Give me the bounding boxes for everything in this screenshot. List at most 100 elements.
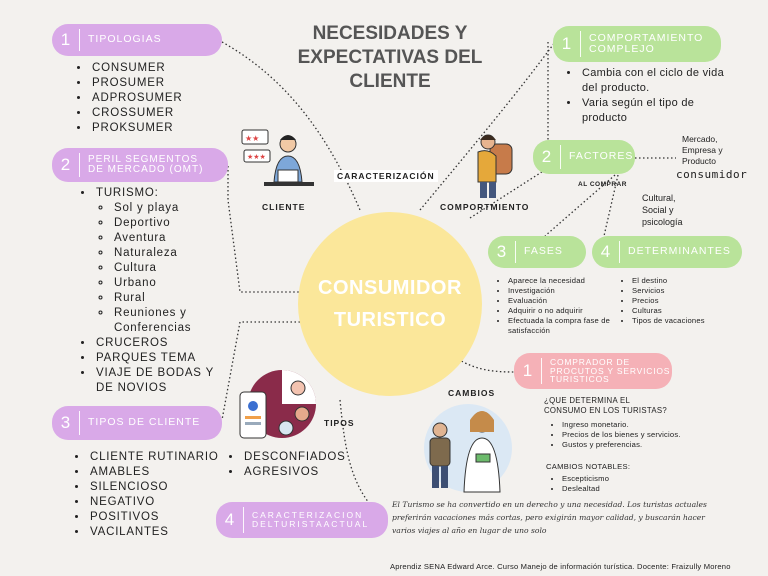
note-line: psicología xyxy=(642,217,683,227)
consumidor-label: consumidor xyxy=(676,168,748,181)
sub-list-item: Naturaleza xyxy=(112,246,230,261)
list-item: TURISMO: Sol y playa Deportivo Aventura … xyxy=(94,186,230,336)
list-item: DESCONFIADOS xyxy=(242,450,346,465)
tipos-cliente-header: 3 TIPOS DE CLIENTE xyxy=(52,406,222,440)
cambios-illustration xyxy=(424,404,512,493)
traveler-illustration xyxy=(477,134,513,198)
factores-header: 2 FACTORES xyxy=(533,140,635,174)
list-item: Precios xyxy=(632,296,705,306)
sub-list-item: Rural xyxy=(112,291,230,306)
cliente-illustration: ★★ ★★★ xyxy=(241,129,314,186)
list-item: SILENCIOSO xyxy=(88,480,219,495)
footer-credit: Aprendiz SENA Edward Arce. Curso Manejo … xyxy=(390,562,731,571)
list-item: PROKSUMER xyxy=(90,121,182,136)
connector-label: CLIENTE xyxy=(262,202,306,212)
connector-label: CAMBIOS xyxy=(448,388,496,398)
comportamiento-header: 1 COMPORTAMIENTO COMPLEJO xyxy=(553,26,721,62)
sub-list-item: Sol y playa xyxy=(112,201,230,216)
label-line: COMPRADOR DE xyxy=(550,356,630,367)
fases-header: 3 FASES xyxy=(488,236,586,268)
list-item: AGRESIVOS xyxy=(242,465,346,480)
list-item: Servicios xyxy=(632,286,705,296)
sub-list: Sol y playa Deportivo Aventura Naturalez… xyxy=(96,201,230,336)
question-line: ¿QUE DETERMINA EL xyxy=(544,396,631,405)
note-line: Producto xyxy=(682,156,717,166)
cambios-list: Escepticismo Deslealtad xyxy=(552,474,609,494)
title-line: NECESIDADES Y xyxy=(312,23,468,44)
list-item: CROSSUMER xyxy=(90,106,182,121)
tipologias-list: CONSUMER PROSUMER ADPROSUMER CROSSUMER P… xyxy=(76,61,182,136)
caracterizacion-actual-header: 4 CARACTERIZACION DELTURISTAACTUAL xyxy=(216,502,388,538)
list-item: Efectuada la compra fase de satisfacción xyxy=(508,316,616,336)
label-line: PROCUTOS Y SERVICIOS xyxy=(550,365,671,376)
determinantes-header: 4 DETERMINANTES xyxy=(592,236,742,268)
list-item: Escepticismo xyxy=(562,474,609,484)
node-number: 2 xyxy=(533,145,561,169)
node-label: TIPOS DE CLIENTE xyxy=(88,416,201,429)
center-title: TURISTICO xyxy=(333,309,447,331)
note-line: Empresa y xyxy=(682,145,723,155)
fases-list: Aparece la necesidad Investigación Evalu… xyxy=(498,276,616,336)
tipos-cliente-list: CLIENTE RUTINARIO AMABLES SILENCIOSO NEG… xyxy=(74,450,219,540)
list-item: Gustos y preferencias. xyxy=(562,440,692,450)
list-item-label: TURISMO: xyxy=(96,187,159,199)
comprador-list: Ingreso monetario. Precios de los bienes… xyxy=(552,420,692,450)
perfil-header: 2 PERIL SEGMENTOS DE MERCADO (OMT) xyxy=(52,148,228,182)
label-line: CARACTERIZACION xyxy=(252,510,364,521)
list-item: Cambia con el ciclo de vida del producto… xyxy=(580,66,726,96)
list-item: Investigación xyxy=(508,286,616,296)
title-line: EXPECTATIVAS DEL xyxy=(297,47,483,68)
list-item: El destino xyxy=(632,276,705,286)
list-item: Aparece la necesidad xyxy=(508,276,616,286)
label-line: DE MERCADO (OMT) xyxy=(88,164,204,175)
list-item: Precios de los bienes y servicios. xyxy=(562,430,692,440)
label-line: PERIL SEGMENTOS xyxy=(88,153,199,165)
list-item: Varia según el tipo de producto xyxy=(580,96,726,126)
node-number: 1 xyxy=(514,358,542,384)
list-item: CRUCEROS xyxy=(94,336,230,351)
node-number: 4 xyxy=(216,507,244,533)
title-line: CLIENTE xyxy=(349,71,431,92)
node-label: COMPORTAMIENTO COMPLEJO xyxy=(581,31,704,55)
list-item: POSITIVOS xyxy=(88,510,219,525)
note-line: Mercado, xyxy=(682,134,718,144)
caracterizacion-actual-text: El Turismo se ha convertido en un derech… xyxy=(392,500,707,535)
list-item: PARQUES TEMA xyxy=(94,351,230,366)
list-item: NEGATIVO xyxy=(88,495,219,510)
list-item: Deslealtad xyxy=(562,484,609,494)
node-label: CARACTERIZACION DELTURISTAACTUAL xyxy=(244,511,369,529)
connector-label: CARACTERIZACIÓN xyxy=(334,170,438,182)
sub-list-item: Urbano xyxy=(112,276,230,291)
factores-note-1: Mercado, Empresa y Producto xyxy=(682,134,723,167)
node-number: 1 xyxy=(553,31,581,57)
note-line: Social y xyxy=(642,205,674,215)
list-item: PROSUMER xyxy=(90,76,182,91)
node-label: TIPOLOGIAS xyxy=(88,33,162,46)
comprador-question: ¿QUE DETERMINA EL CONSUMO EN LOS TURISTA… xyxy=(544,396,667,416)
node-number: 2 xyxy=(52,153,80,177)
list-item: Evaluación xyxy=(508,296,616,306)
node-label: PERIL SEGMENTOS DE MERCADO (OMT) xyxy=(80,153,204,176)
list-item: Ingreso monetario. xyxy=(562,420,692,430)
page-title: NECESIDADES Y EXPECTATIVAS DEL CLIENTE xyxy=(290,22,490,94)
comportamiento-list: Cambia con el ciclo de vida del producto… xyxy=(566,66,726,126)
sub-list-item: Deportivo xyxy=(112,216,230,231)
connector-label: COMPORTMIENTO xyxy=(440,202,530,212)
determinantes-list: El destino Servicios Precios Culturas Ti… xyxy=(622,276,705,326)
list-item: CLIENTE RUTINARIO xyxy=(88,450,219,465)
tipologias-header: 1 TIPOLOGIAS xyxy=(52,24,222,56)
sub-list-item: Aventura xyxy=(112,231,230,246)
node-label: FASES xyxy=(524,245,563,258)
factores-note-2: Cultural, Social y psicología xyxy=(642,192,683,228)
list-item: Culturas xyxy=(632,306,705,316)
connector-label: TIPOS xyxy=(324,418,355,428)
list-item: AMABLES xyxy=(88,465,219,480)
label-line: COMPLEJO xyxy=(589,43,655,55)
list-item: VACILANTES xyxy=(88,525,219,540)
list-item: CONSUMER xyxy=(90,61,182,76)
label-line: COMPORTAMIENTO xyxy=(589,31,704,44)
node-label: FACTORES xyxy=(569,150,634,163)
node-number: 4 xyxy=(592,240,620,264)
label-line: DELTURISTAACTUAL xyxy=(252,519,370,529)
node-number: 3 xyxy=(488,240,516,264)
